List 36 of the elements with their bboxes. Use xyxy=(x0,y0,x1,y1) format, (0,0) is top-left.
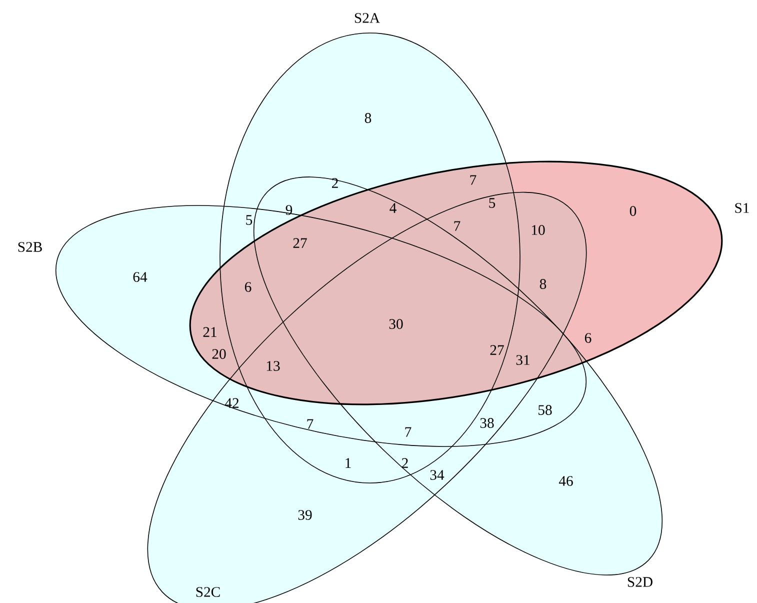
region-count: 7 xyxy=(470,175,476,185)
set-label: S1 xyxy=(735,203,749,213)
region-count: 31 xyxy=(516,355,530,365)
region-count: 1 xyxy=(346,458,351,468)
region-count: 6 xyxy=(244,282,252,292)
region-count: 27 xyxy=(490,345,504,355)
region-count: 20 xyxy=(212,349,226,359)
region-count: 34 xyxy=(430,470,444,480)
region-count: 13 xyxy=(266,361,280,371)
region-count: 2 xyxy=(332,178,338,188)
set-label: S2B xyxy=(18,242,42,252)
region-count: 7 xyxy=(307,419,314,429)
region-count: 10 xyxy=(532,225,545,235)
region-count: 38 xyxy=(480,418,494,428)
region-count: 2 xyxy=(402,458,408,468)
region-count: 42 xyxy=(224,398,239,408)
region-count: 27 xyxy=(293,238,307,248)
set-label: S2C xyxy=(196,587,220,597)
region-count: 46 xyxy=(558,476,573,486)
region-count: 58 xyxy=(538,405,552,415)
region-count: 39 xyxy=(298,510,312,520)
region-count: 7 xyxy=(454,221,460,231)
region-count: 30 xyxy=(389,319,403,329)
region-count: 5 xyxy=(489,198,496,208)
region-count: 5 xyxy=(246,215,252,225)
region-count: 7 xyxy=(405,427,412,437)
set-label: S2A xyxy=(354,13,380,23)
set-label: S2D xyxy=(628,577,652,587)
region-count: 4 xyxy=(390,203,396,213)
region-count: 8 xyxy=(540,279,546,289)
region-count: 6 xyxy=(584,333,592,343)
region-count: 64 xyxy=(133,272,148,282)
region-count: 8 xyxy=(364,113,372,123)
region-count: 21 xyxy=(203,327,216,337)
region-count: 9 xyxy=(286,205,292,215)
region-count: 0 xyxy=(630,206,636,216)
